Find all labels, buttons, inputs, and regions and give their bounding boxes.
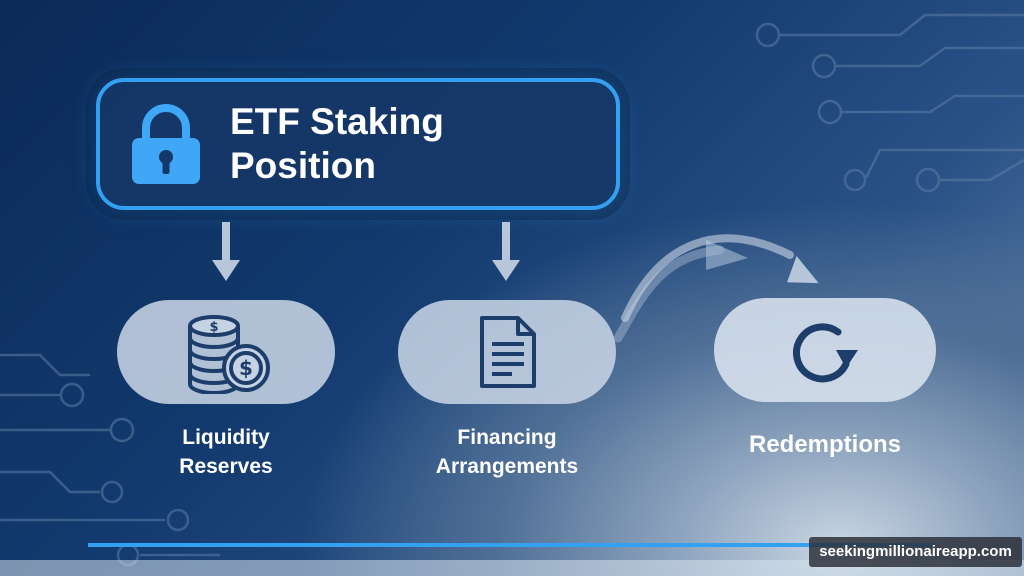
arrow-to-financing	[492, 222, 520, 281]
coins-dollar-icon: $ $	[188, 315, 270, 394]
financing-arrangements-label: Financing Arrangements	[435, 426, 579, 478]
redemptions-node	[714, 298, 936, 402]
header-title: ETF Staking Position	[230, 101, 444, 186]
lock-icon	[132, 104, 200, 184]
arrow-to-liquidity	[212, 222, 240, 281]
document-icon	[480, 316, 536, 388]
liquidity-reserves-label: Liquidity Reserves	[179, 426, 273, 478]
refresh-cycle-icon	[793, 323, 858, 383]
watermark: seekingmillionaireapp.com	[809, 537, 1022, 567]
svg-text:$: $	[209, 320, 218, 335]
redemptions-label: Redemptions	[748, 431, 901, 458]
curved-arrow-to-redemptions	[613, 234, 819, 343]
svg-text:$: $	[239, 356, 253, 380]
bottom-strip	[0, 560, 1024, 576]
bottom-accent-bar	[88, 543, 934, 547]
